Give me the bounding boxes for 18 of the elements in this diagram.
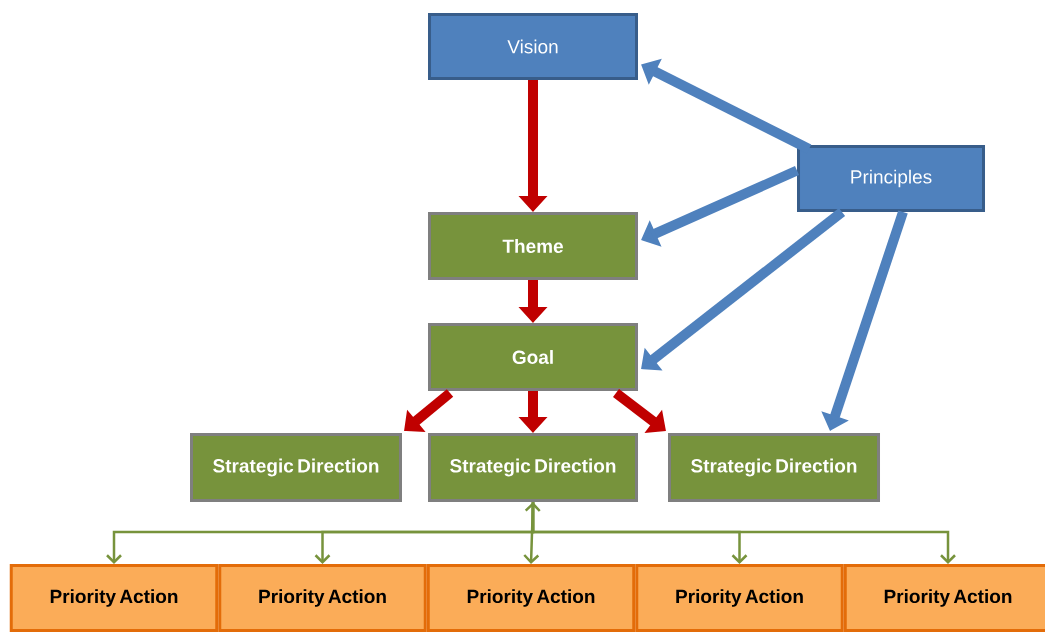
vision-box: Vision <box>428 13 638 80</box>
action-box: Priority Action <box>843 564 1045 632</box>
block-arrow <box>612 389 666 433</box>
action-box: Priority Action <box>218 564 427 632</box>
connector-arrow <box>523 502 541 564</box>
action-box: Priority Action <box>635 564 844 632</box>
block-arrow <box>641 165 800 247</box>
principles-box: Principles <box>797 145 985 212</box>
action-box: Priority Action <box>9 564 219 632</box>
theme-box: Theme <box>428 212 638 280</box>
block-arrow <box>641 208 846 371</box>
goal-box: Goal <box>428 323 638 391</box>
direction-box: Strategic Direction <box>668 433 880 502</box>
block-arrow <box>404 389 454 432</box>
direction-box: Strategic Direction <box>190 433 402 502</box>
connector-arrow <box>531 502 956 564</box>
action-box: Priority Action <box>426 564 636 632</box>
direction-box: Strategic Direction <box>428 433 638 502</box>
